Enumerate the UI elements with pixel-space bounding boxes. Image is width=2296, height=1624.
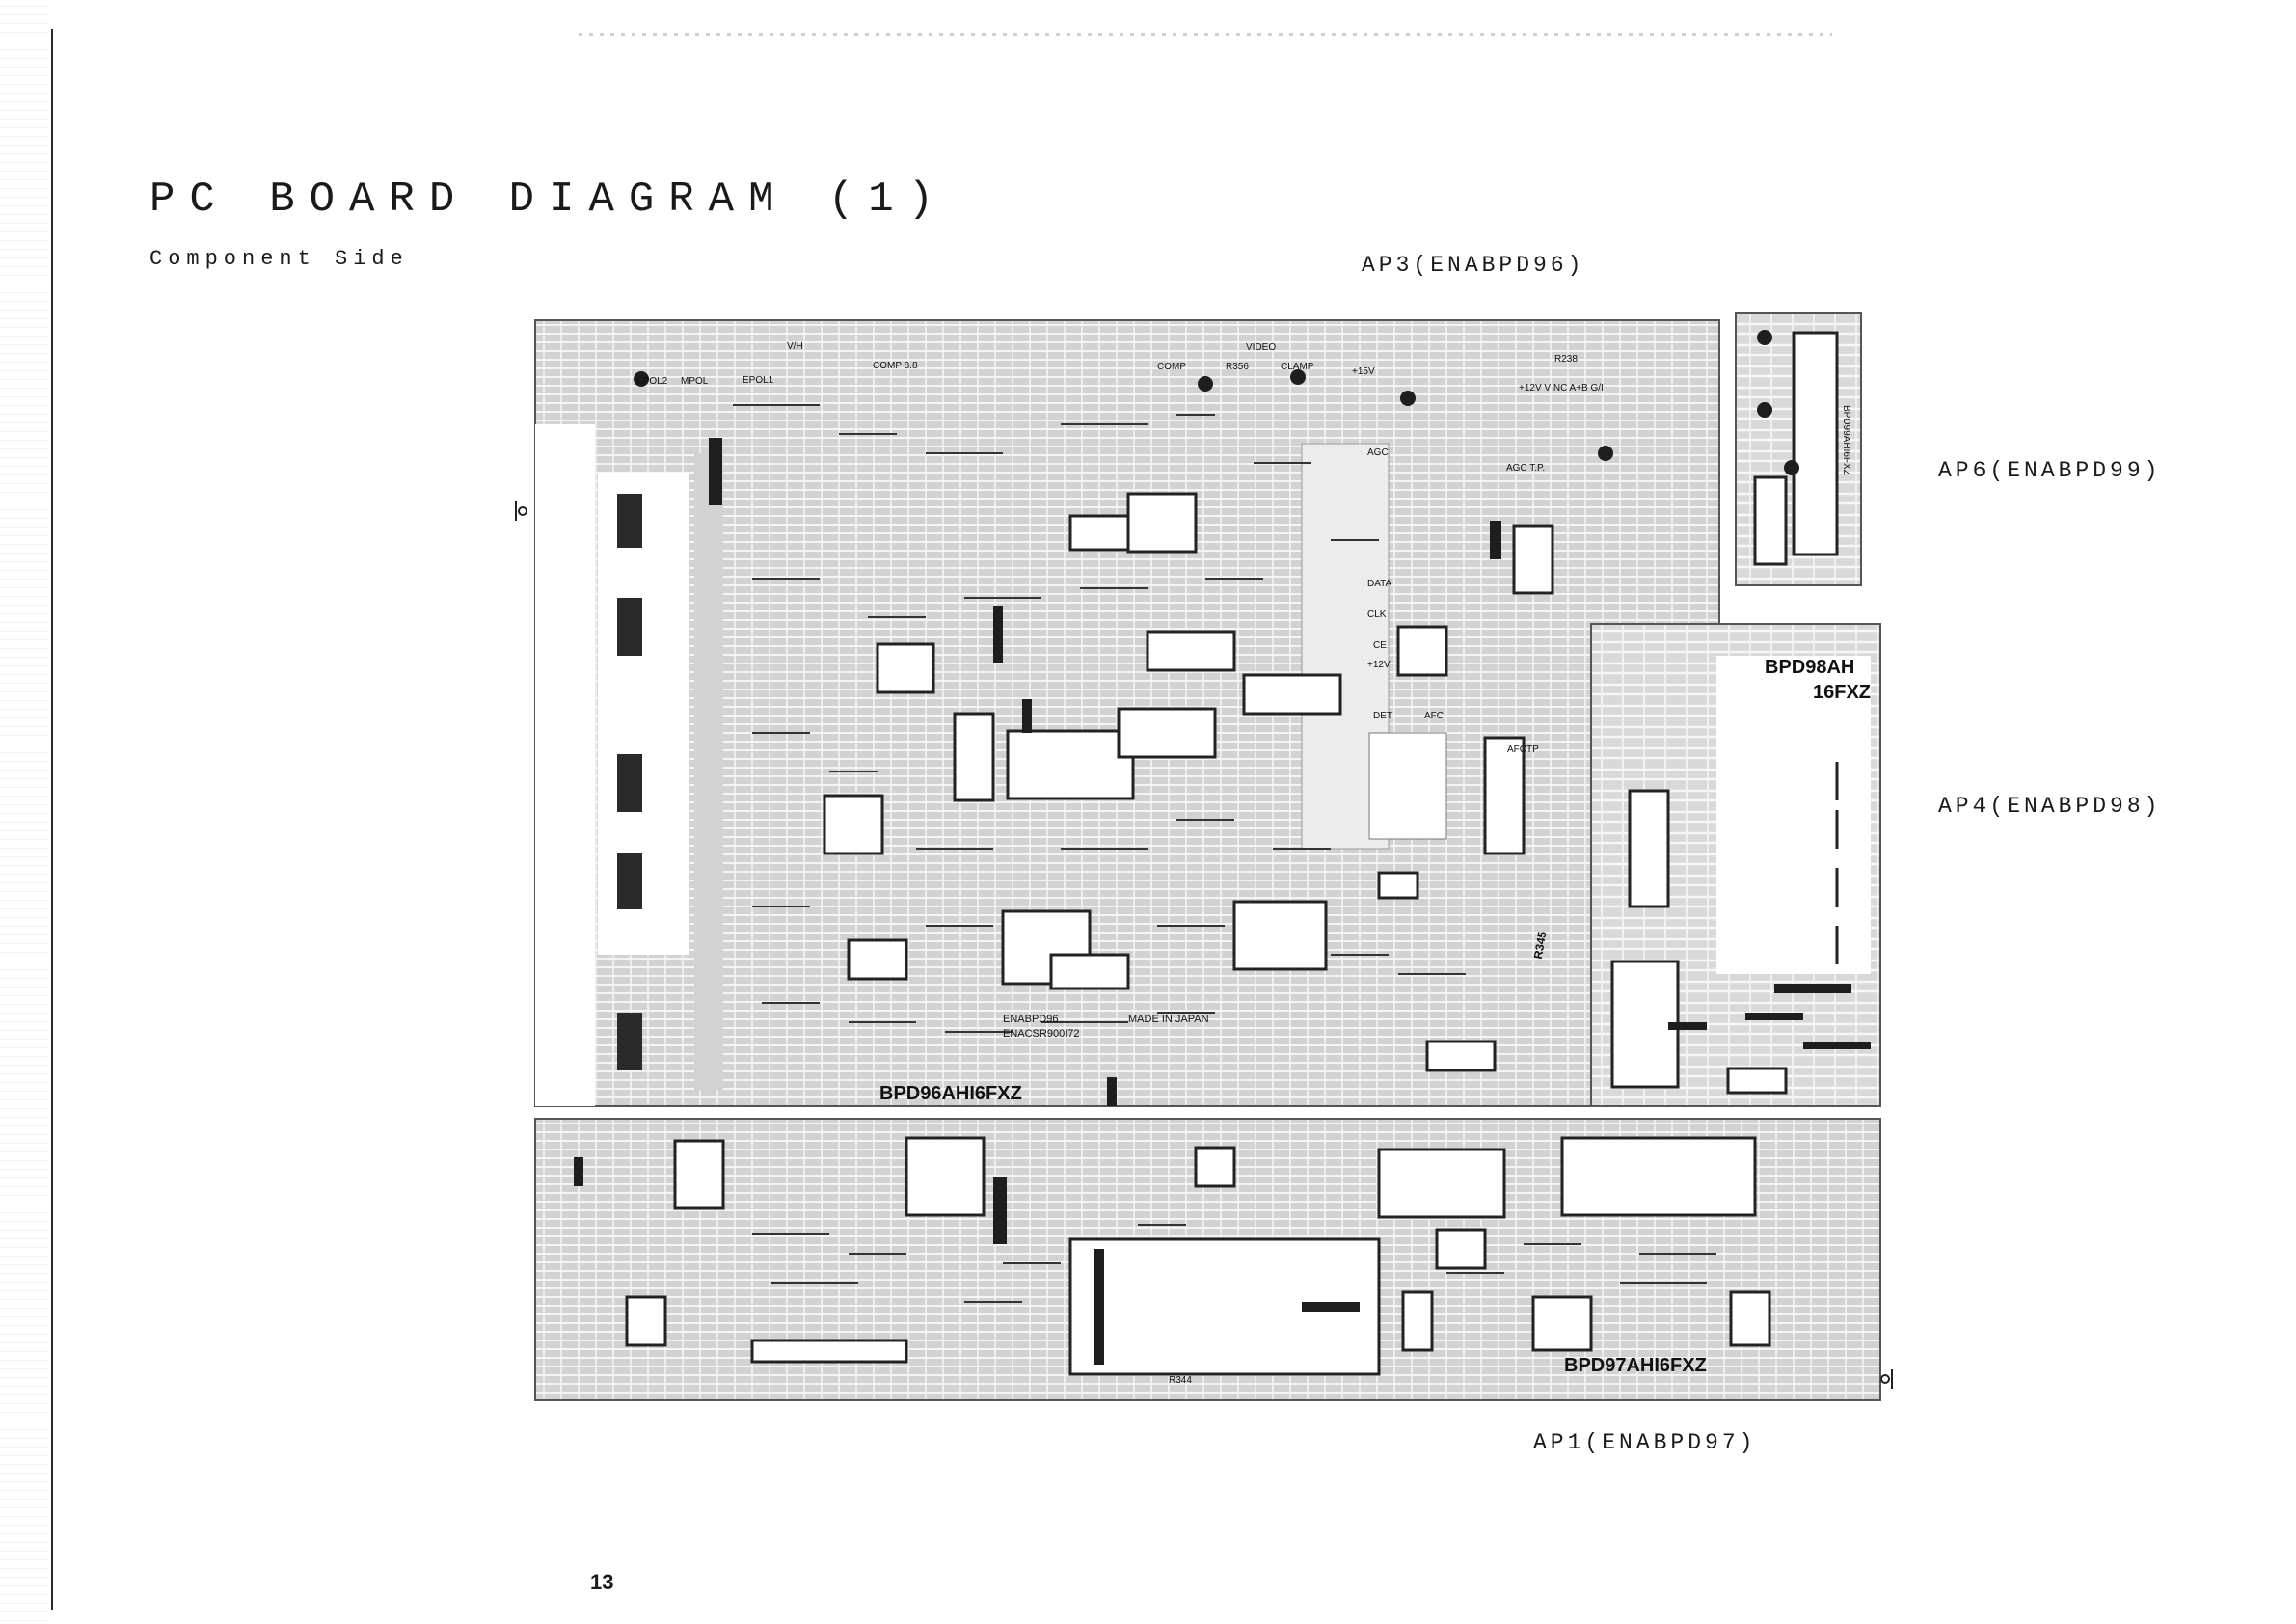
page-title: PC BOARD DIAGRAM (1): [149, 176, 949, 224]
silkscreen-15v: +15V: [1352, 366, 1375, 377]
silkscreen-made-in: MADE IN JAPAN: [1128, 1014, 1209, 1025]
silkscreen-afc: AFC: [1424, 711, 1444, 721]
silkscreen-ce: CE: [1373, 640, 1387, 651]
board-ap3-marking: BPD96AHI6FXZ: [879, 1083, 1022, 1104]
silkscreen-video: VIDEO: [1246, 342, 1276, 353]
silkscreen-agc: AGC: [1367, 447, 1389, 458]
board-ap1-marking: BPD97AHI6FXZ: [1564, 1355, 1707, 1376]
silkscreen-r356: R356: [1226, 362, 1249, 372]
page-number: 13: [590, 1570, 614, 1594]
silkscreen-afctp: AFCTP: [1507, 744, 1539, 755]
silkscreen-board-code-1: ENABPD96: [1003, 1014, 1058, 1025]
silkscreen-clk: CLK: [1367, 609, 1387, 620]
silkscreen-e130: R344: [1169, 1375, 1192, 1386]
silkscreen-cmk: R345: [1531, 930, 1550, 960]
silkscreen-epol1: EPOL1: [743, 375, 774, 386]
silkscreen-12v: +12V: [1367, 660, 1391, 670]
silkscreen-clamp: CLAMP: [1281, 362, 1314, 372]
mounting-markers: [515, 501, 1893, 1389]
silkscreen-vh: V/H: [787, 341, 803, 352]
silkscreen-comp: COMP: [1157, 362, 1186, 372]
board-label-ap4: AP4(ENABPD98): [1938, 794, 2162, 819]
silkscreen-agc-tp: AGC T.P.: [1506, 463, 1545, 474]
page-top-speckle: [579, 33, 1832, 36]
silkscreen-comp88: COMP 8.8: [873, 361, 918, 371]
board-ap3: BPD96AHI6FXZ MADE IN JAPAN ENABPD96 ENAC…: [534, 319, 1720, 1107]
board-label-ap3: AP3(ENABPD96): [1362, 253, 1585, 278]
silkscreen-data: DATA: [1367, 579, 1392, 589]
page-edge-speckle: [0, 0, 48, 1624]
board-ap6: BPD99AHI6FXZ: [1735, 312, 1862, 586]
silkscreen-r238: R238: [1554, 354, 1578, 365]
board-ap4-marking-1: BPD98AH: [1765, 657, 1854, 678]
silkscreen-epol2: EPOL2: [636, 376, 668, 387]
page-edge-line: [51, 29, 53, 1610]
board-label-ap6: AP6(ENABPD99): [1938, 458, 2162, 483]
board-ap4-marking-2: 16FXZ: [1813, 682, 1871, 703]
silkscreen-det: DET: [1373, 711, 1392, 721]
silkscreen-mpol: MPOL: [681, 376, 709, 387]
page-subtitle: Component Side: [149, 247, 409, 271]
board-label-ap1: AP1(ENABPD97): [1533, 1430, 1757, 1455]
board-ap6-marking: BPD99AHI6FXZ: [1841, 405, 1851, 475]
board-ap1: BPD97AHI6FXZ R344: [534, 1118, 1881, 1401]
silkscreen-board-code-2: ENACSR900I72: [1003, 1028, 1080, 1040]
silkscreen-12v-nc: +12V V NC A+B G/I: [1519, 383, 1604, 393]
board-ap4: BPD98AH 16FXZ: [1590, 623, 1881, 1107]
